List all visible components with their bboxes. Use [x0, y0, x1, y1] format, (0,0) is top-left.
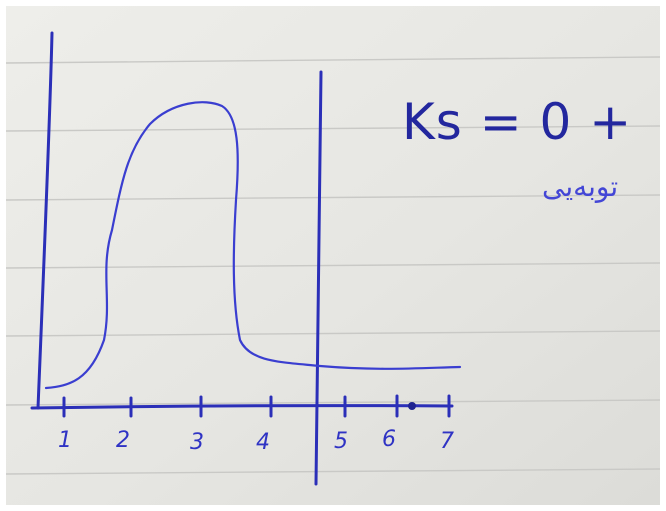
- x-axis-tick-labels: 1 2 3 4 5 6 7: [58, 427, 454, 455]
- y-axis-line: [36, 31, 54, 410]
- tick-label-1: 1: [58, 428, 72, 453]
- x-axis-ticks: [62, 394, 451, 418]
- equation-text: Ks = 0 +: [402, 93, 632, 151]
- ruled-lines: [5, 56, 661, 475]
- tick-label-5: 5: [334, 429, 348, 454]
- right-vertical-line: [314, 70, 323, 486]
- ink-dot: [408, 402, 416, 410]
- tick-label-4: 4: [256, 430, 270, 455]
- curve-sketch: [44, 101, 462, 390]
- handwritten-word: توبەیی: [542, 170, 618, 203]
- paper-sheet: [6, 6, 660, 505]
- tick-label-7: 7: [440, 429, 454, 454]
- tick-label-2: 2: [116, 428, 130, 453]
- tick-label-3: 3: [190, 430, 204, 455]
- x-axis-line: [30, 404, 454, 410]
- tick-label-6: 6: [382, 427, 396, 452]
